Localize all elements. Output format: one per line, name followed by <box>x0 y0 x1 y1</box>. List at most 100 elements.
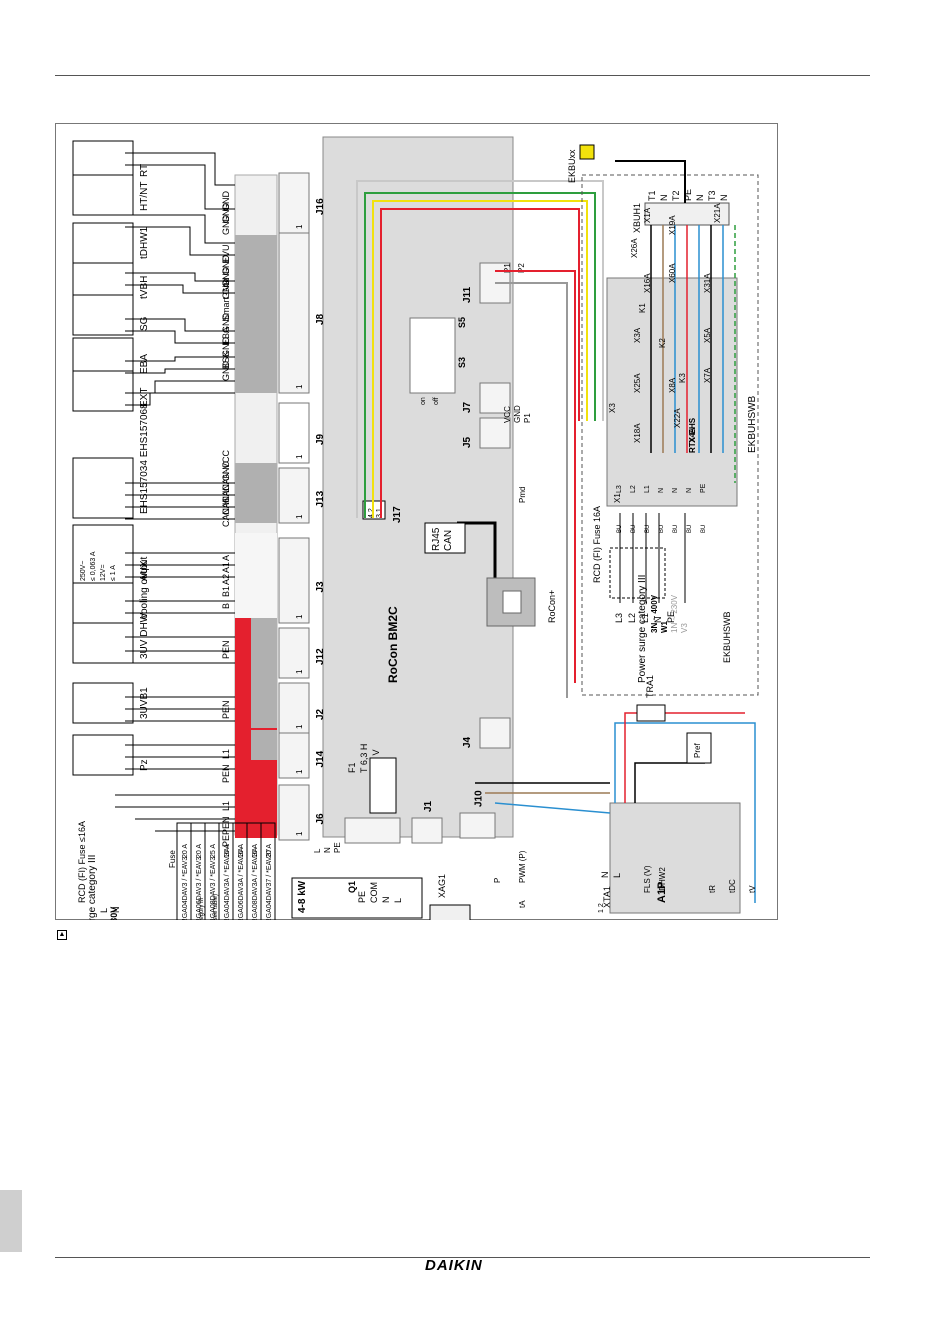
connector-label-j12: J12 <box>315 648 326 665</box>
tra1-transformer <box>636 704 666 722</box>
rcd-right <box>609 513 686 603</box>
j17-pin-label: 3 1 <box>376 508 383 518</box>
fuse-table-type: ERGA04DAV3 / *EAV3 <box>182 857 189 920</box>
footer-rule <box>55 1257 870 1258</box>
power-right-v3: V3 <box>680 623 689 633</box>
a1p-connector-label: X3A <box>633 327 642 343</box>
x1-pin: N <box>658 488 665 493</box>
device-box-4 <box>72 294 134 336</box>
wire-color-bu: BU <box>645 525 651 533</box>
connector-label-j14: J14 <box>315 750 326 767</box>
terminal-label: PE <box>221 823 231 835</box>
device-box-2 <box>72 222 134 264</box>
pin-one-label: 1 <box>295 224 304 229</box>
a1p-connector-label: X5A <box>703 327 712 343</box>
device-label: RT <box>139 164 150 177</box>
fan-box-pin: PE <box>357 891 367 903</box>
fan-box-title: 4-8 kW <box>297 880 308 913</box>
rocon-plus-label: RoCon+ <box>547 590 557 623</box>
xbuh1-terminal: N <box>719 195 729 202</box>
pump-label: P <box>493 878 502 883</box>
outdoor-nl: L <box>612 873 622 878</box>
j5-pin-label: VCC <box>503 406 512 423</box>
terminal-label: BSK <box>221 351 231 369</box>
x1-pin: L2 <box>630 485 637 493</box>
device-box-1 <box>72 174 134 216</box>
power-right-line: PE <box>666 611 676 623</box>
connector-label-j3: J3 <box>315 581 326 593</box>
j11-pin-label: P1 <box>503 263 512 273</box>
terminal-label: N <box>221 641 231 648</box>
fuse-table-fuse: 20 A <box>182 844 189 858</box>
terminal-label: GND <box>221 191 231 212</box>
device-box-11 <box>72 682 134 724</box>
a1p-connector-label: X21A <box>713 203 722 223</box>
fuse-table-fuse: 25 A <box>210 844 217 858</box>
xbuh1-terminal: T1 <box>647 190 657 201</box>
terminal-label: PE <box>221 771 231 783</box>
power-right-line: L1 <box>640 613 650 623</box>
connector-j6 <box>278 784 310 841</box>
terminal-label: A1 <box>221 562 231 573</box>
a1p-connector-label: X25A <box>633 373 642 393</box>
pump-label: PWM (P) <box>518 850 527 883</box>
power-right-title: Power surge category III <box>637 575 648 683</box>
aux-rating: 250V~ <box>80 561 87 581</box>
j5-pin-label: P1 <box>523 413 532 423</box>
power-left-line: N <box>111 907 121 914</box>
fuse-f1-box <box>369 757 397 814</box>
relay-label: K1 <box>638 303 647 313</box>
fuse-f1-label: T 6,3 H <box>359 744 369 773</box>
ekbuxx-label: EKBUxx <box>567 149 577 183</box>
terminal-label: CAN-L <box>221 488 231 515</box>
connector-label-j10: J10 <box>474 790 485 807</box>
xbuh1-terminal: PE <box>683 189 693 201</box>
device-label: HT/NT <box>139 182 150 211</box>
a1p-connector-label: X31A <box>703 273 712 293</box>
fan-box-pin: N <box>381 897 391 904</box>
device-label: Pz <box>139 759 150 771</box>
terminal-label: GND <box>221 337 231 358</box>
terminal-label: A <box>221 555 231 561</box>
pin-one-label: 1 <box>295 669 304 674</box>
terminal-label: L1 <box>221 801 231 811</box>
power-right-1n: 1N ~ 230V <box>670 594 679 633</box>
fan-box-pin: L <box>393 898 403 903</box>
connector-label-j4: J4 <box>462 736 473 748</box>
terminal-label: CAN-GND <box>221 461 231 503</box>
connector-j14 <box>278 732 310 779</box>
header-rule <box>55 75 870 76</box>
fan-box-lnpe: L <box>313 848 322 853</box>
wire-color-bu: BU <box>687 525 693 533</box>
device-label: SG <box>139 316 150 331</box>
connector-label-j2: J2 <box>315 708 326 720</box>
terminal-label: GND <box>221 279 231 300</box>
rtx-ehs-label: RTX-EHS <box>688 417 697 453</box>
terminal-label: B <box>221 603 231 609</box>
a1p-connector-label: X19A <box>668 215 677 235</box>
dip-s3-label: S3 <box>457 357 467 368</box>
a1p-connector-label: X7A <box>703 367 712 383</box>
connector-j12 <box>278 627 310 679</box>
small-power-supply: V3 1N ~ 230V <box>182 919 189 920</box>
device-box-7 <box>72 457 134 519</box>
small-power-category: Power surge category III <box>199 898 205 920</box>
tra1-label: TRA1 <box>645 675 655 698</box>
x3-label: X3 <box>608 403 617 413</box>
device-box-12 <box>72 734 134 776</box>
power-left-title: Power surge category III <box>87 855 98 920</box>
rj45-label: RJ45 <box>431 527 442 551</box>
ekbuxx-warning-icon <box>579 144 595 160</box>
connector-label-j7: J7 <box>462 401 473 413</box>
x1-label: X1 <box>613 493 622 503</box>
terminal-label: N <box>221 817 231 824</box>
terminal-label: L1 <box>221 749 231 759</box>
pressure-sensor-label: Pmd <box>518 487 527 503</box>
board-name: RoCon BM2C <box>386 606 400 683</box>
x1-pin: L1 <box>644 485 651 493</box>
xbuh1-terminal: N <box>695 195 705 202</box>
a1p-connector-label: X26A <box>630 238 639 258</box>
terminal-label: A2 <box>221 574 231 585</box>
connector-label-j1: J1 <box>423 800 434 812</box>
